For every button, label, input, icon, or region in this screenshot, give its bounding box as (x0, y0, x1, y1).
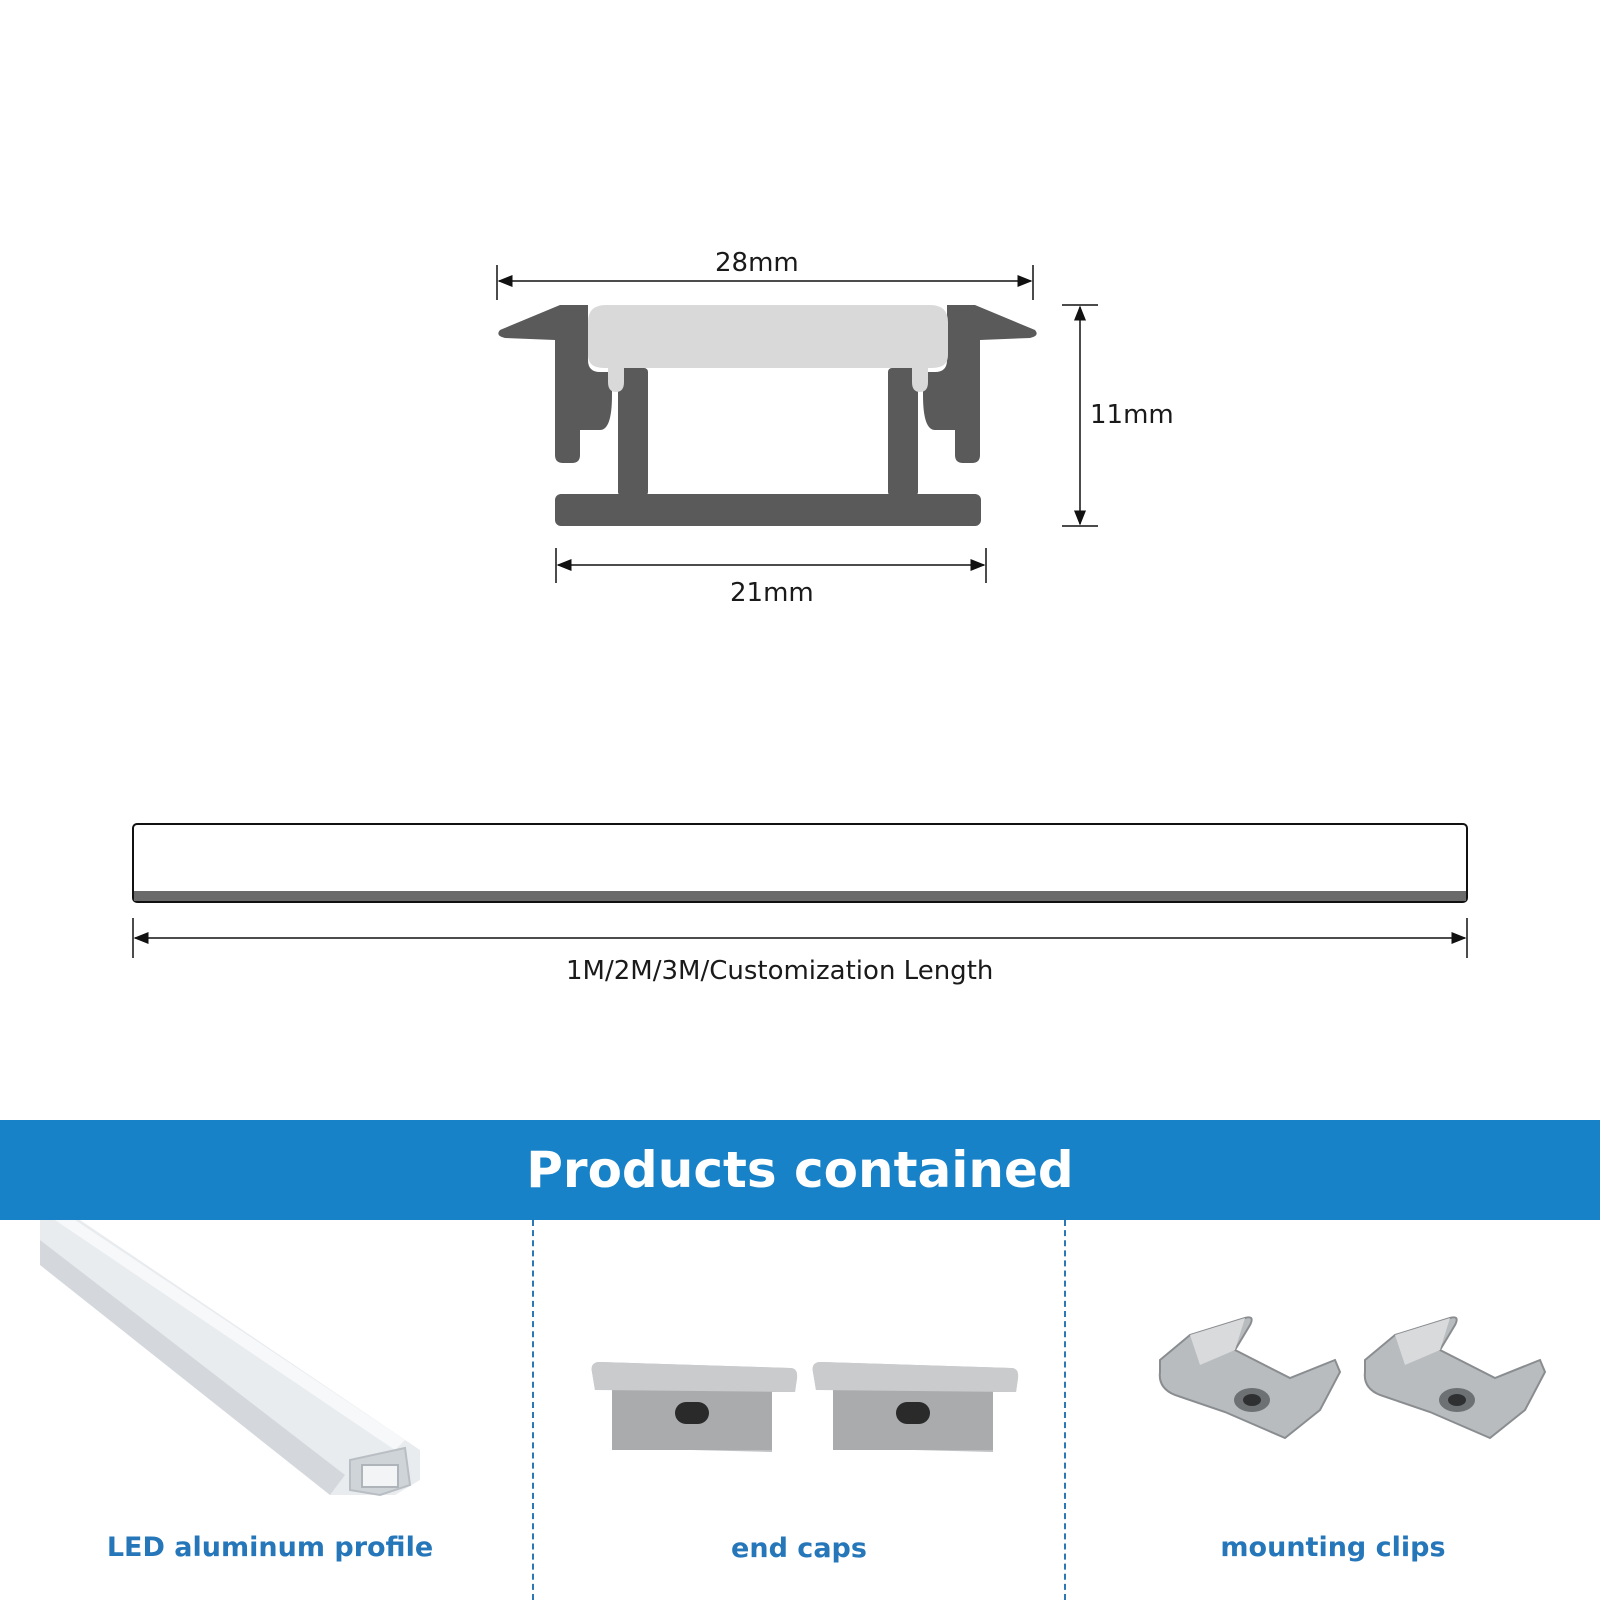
top-width-label: 28mm (715, 248, 799, 278)
bottom-width-label: 21mm (730, 578, 814, 608)
top-width-dimension (496, 265, 1034, 300)
product-caption-clips: mounting clips (1220, 1532, 1446, 1563)
mounting-clip-image (1158, 1316, 1547, 1440)
product-caption-end-caps: end caps (731, 1533, 867, 1564)
height-dimension (1062, 304, 1098, 527)
profile-side-view (132, 823, 1468, 903)
products-banner: Products contained (0, 1120, 1600, 1220)
length-label: 1M/2M/3M/Customization Length (566, 956, 994, 986)
end-cap-image (591, 1362, 1019, 1452)
height-label: 11mm (1090, 400, 1174, 430)
aluminum-profile-image (40, 1220, 420, 1497)
length-dimension (132, 918, 1468, 958)
banner-title: Products contained (526, 1141, 1074, 1199)
profile-cross-section-diagram (132, 265, 1468, 958)
column-divider (1064, 1220, 1066, 1600)
bottom-width-dimension (555, 548, 987, 583)
profile-cross-section (498, 305, 1037, 526)
product-caption-profile: LED aluminum profile (106, 1532, 434, 1563)
column-divider (532, 1220, 534, 1600)
